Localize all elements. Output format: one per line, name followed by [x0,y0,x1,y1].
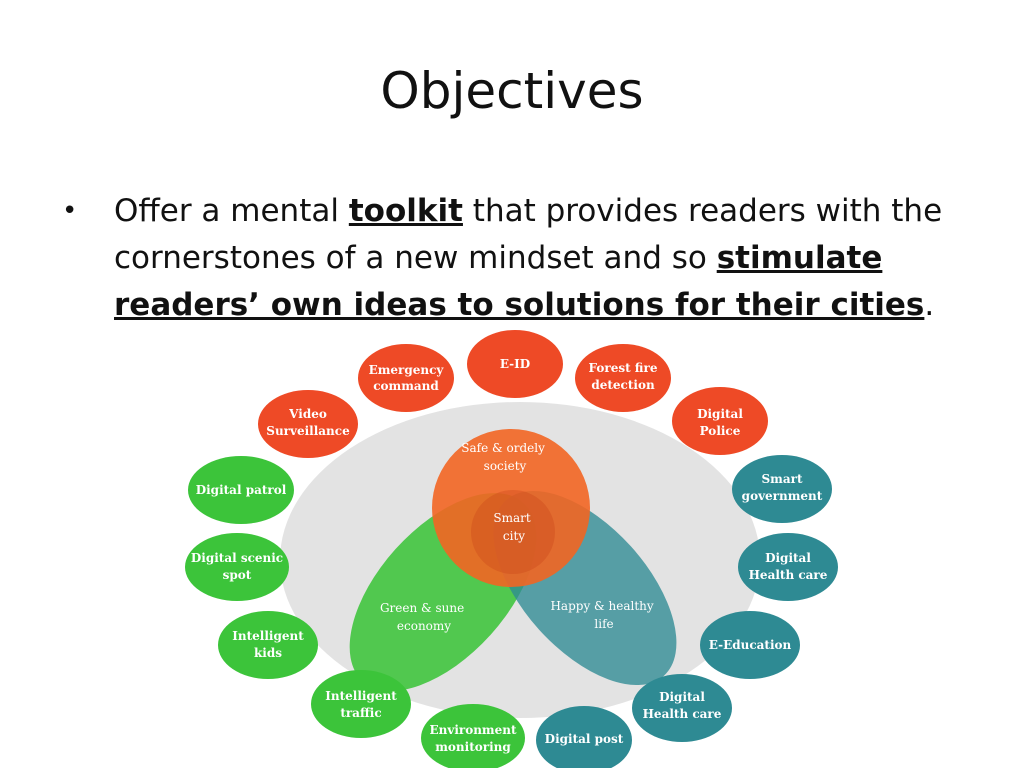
node-digital-patrol: Digital patrol [188,456,294,524]
node-circle [311,670,411,738]
node-circle [575,344,671,412]
node-digital-post: Digital post [536,706,632,768]
stimulate-emphasis: stimulate readers’ own ideas to solution… [114,240,925,323]
bullet-text-part: . [924,287,935,323]
safe-society-label: Safe & ordely society [461,441,548,473]
node-e-id: E-ID [467,330,563,398]
node-e-education: E-Education [700,611,800,679]
node-label: E-ID [500,357,530,371]
node-circle [421,704,525,768]
happy-life-label: Happy & healthy life [550,599,657,631]
bullet-marker: • [62,196,78,226]
node-label: E-Education [709,638,792,652]
bullet-text: Offer a mental toolkit that provides rea… [114,188,982,329]
venn-diagram: Safe & ordely society Smart city Green &… [349,429,677,691]
green-economy-label: Green & sune economy [380,601,468,633]
node-circle [672,387,768,455]
bullet-point: • Offer a mental toolkit that provides r… [62,188,982,329]
node-circle [467,330,563,398]
node-circle [218,611,318,679]
bullet-text-part: Offer a mental [114,193,349,229]
node-circle [732,455,832,523]
node-label: Digital patrol [196,483,287,497]
node-circle [185,533,289,601]
safe-society-circle [432,429,590,587]
node-circle [700,611,800,679]
node-circle [258,390,358,458]
smart-city-overlap [471,490,555,574]
bullet-text-part: that provides readers with the cornersto… [114,193,943,276]
node-circle [632,674,732,742]
toolkit-emphasis: toolkit [348,193,463,229]
node-circle [536,706,632,768]
node-label: Digital post [545,732,624,746]
node-circle [358,344,454,412]
smart-city-label: Smart city [493,511,534,543]
node-circle [188,456,294,524]
slide-title: Objectives [380,62,644,120]
node-circle [738,533,838,601]
